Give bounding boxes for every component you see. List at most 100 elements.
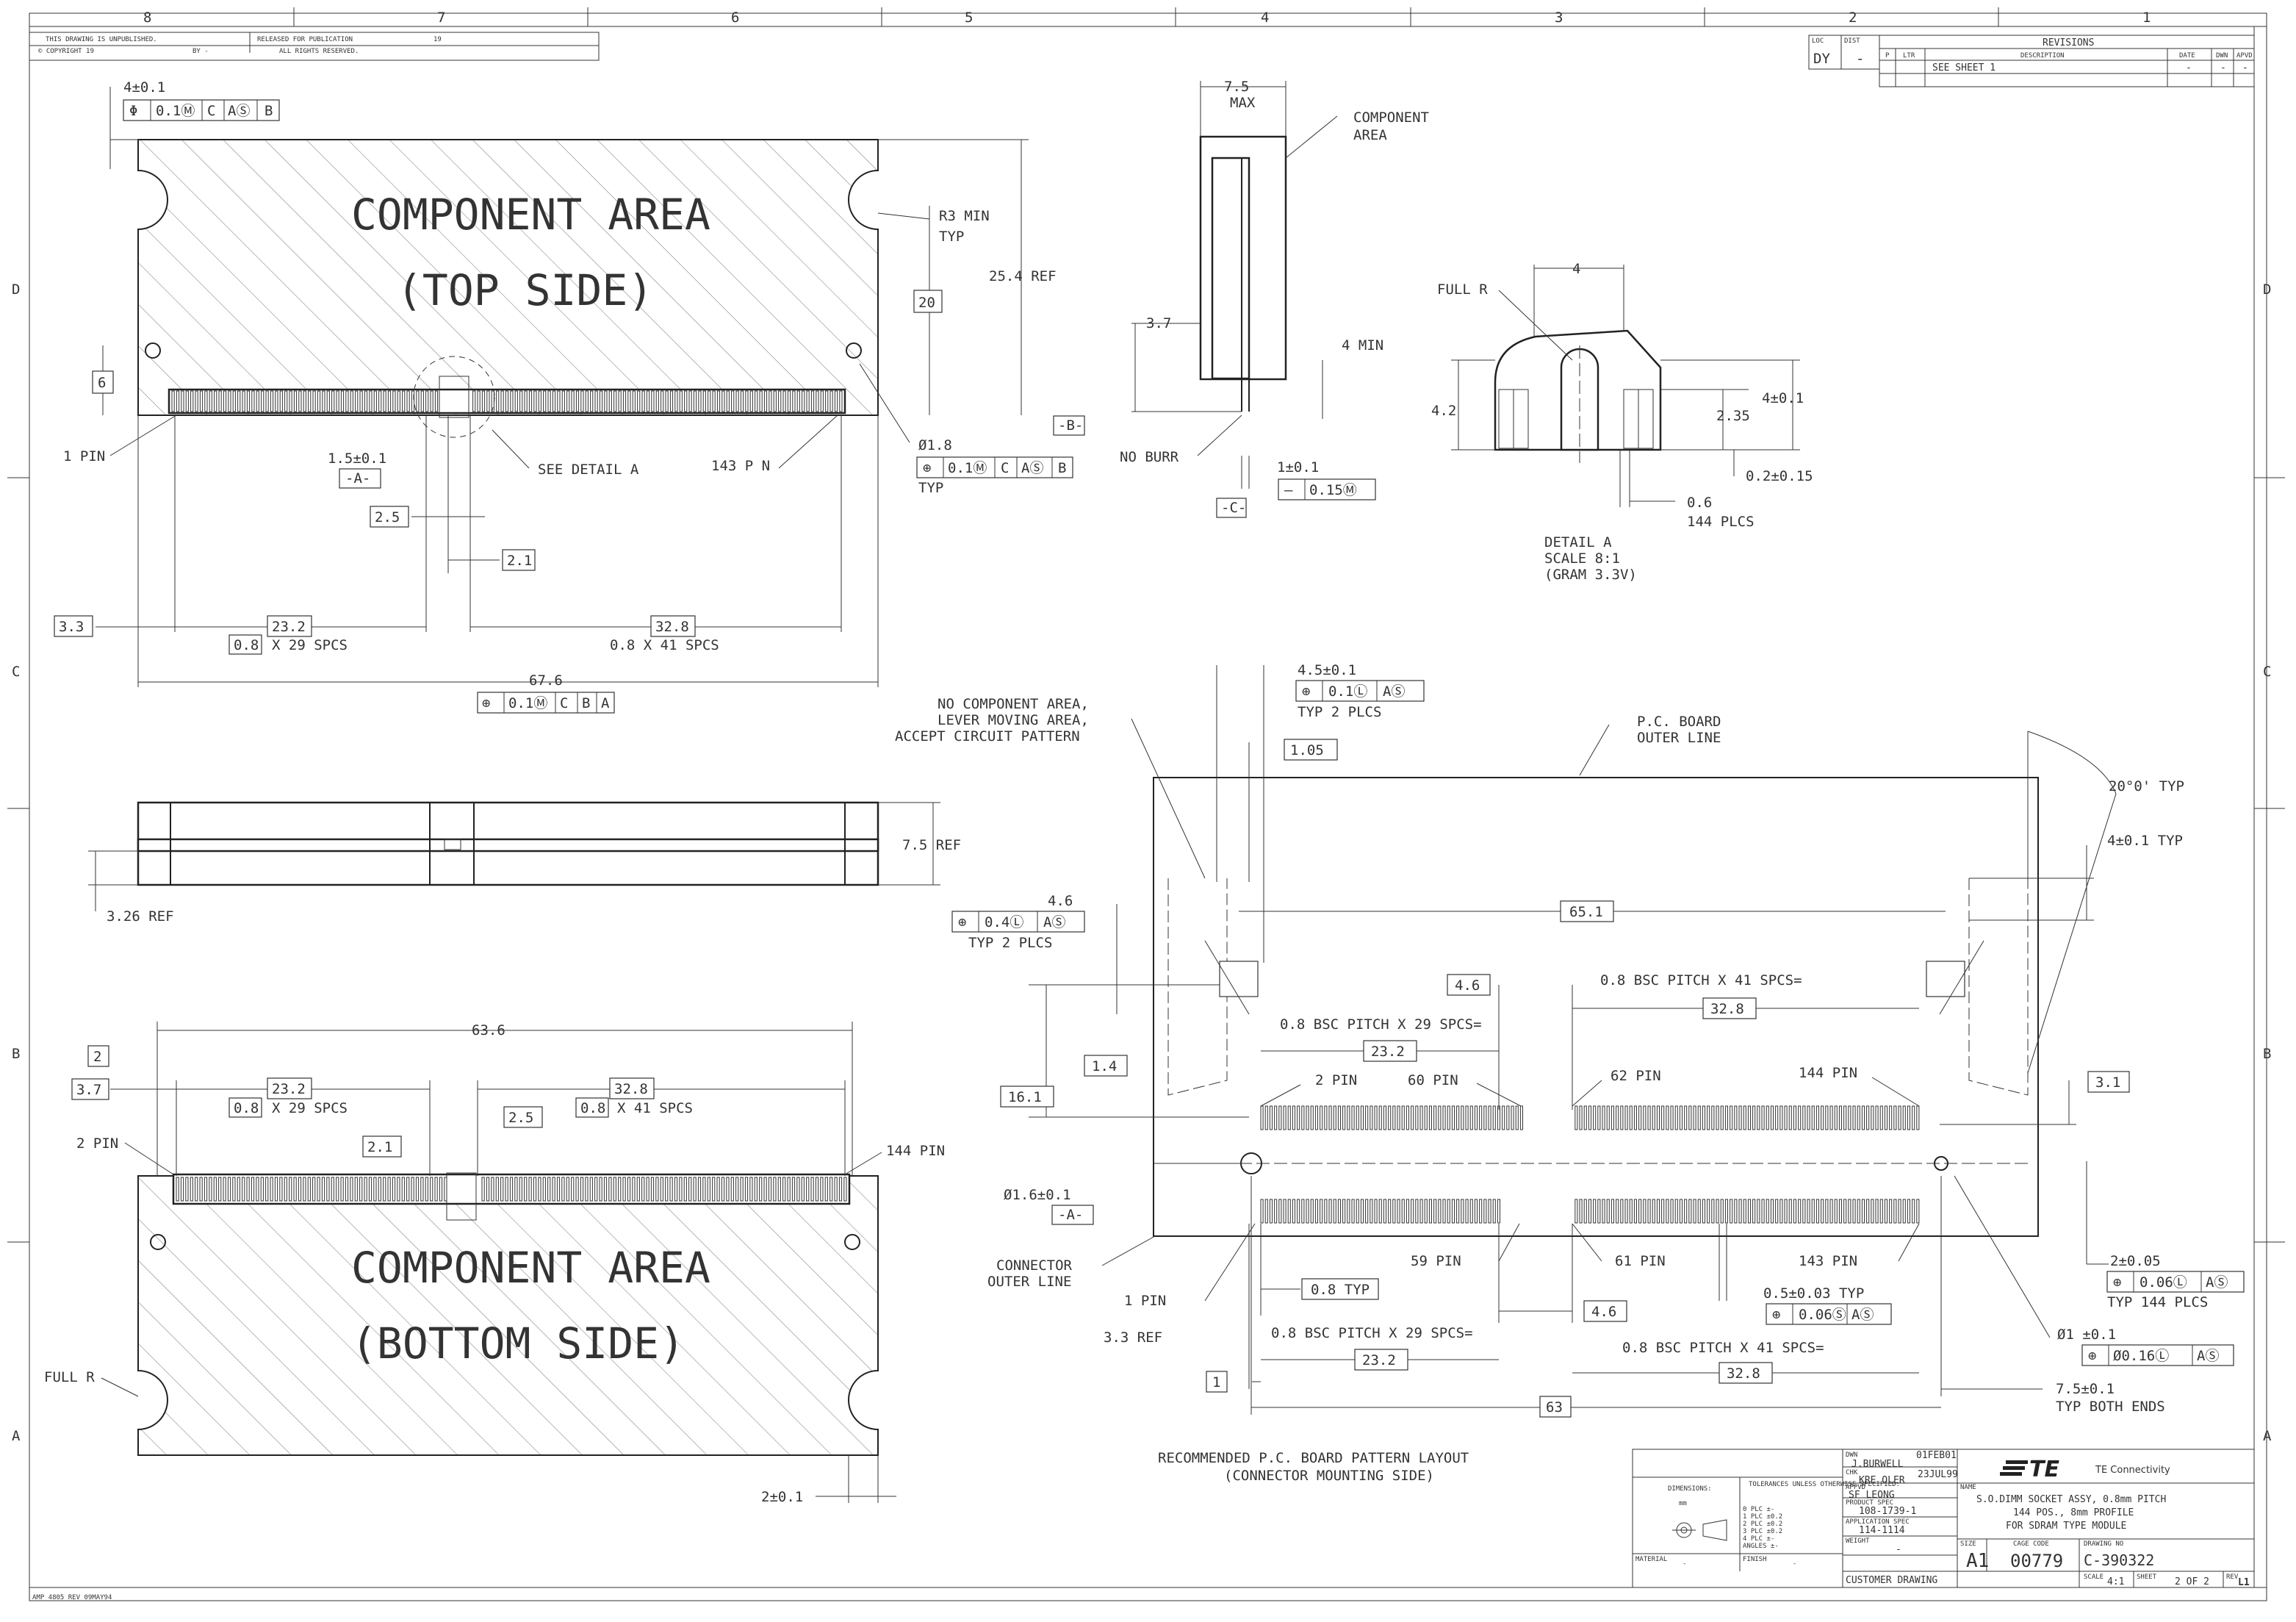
contact-pad <box>547 1177 551 1202</box>
pcb-ref-3-3: 3.3 REF <box>1104 1329 1162 1346</box>
contact-pad <box>1447 1105 1450 1130</box>
rev-row-date: - <box>2186 62 2192 73</box>
contact-pad <box>773 1177 777 1202</box>
contact-pad <box>1720 1105 1724 1130</box>
contact-pad <box>1310 1105 1314 1130</box>
zone-labels: 8 7 6 5 4 3 2 1 D C B A D C B A <box>12 10 2272 1444</box>
pcb-dia-1-6: Ø1.6±0.1 <box>1004 1187 1071 1203</box>
contact-pad <box>1807 1199 1810 1224</box>
contact-pad <box>415 1177 420 1202</box>
detail-dim-0-6: 0.6 <box>1687 495 1712 511</box>
contact-pad <box>1488 1199 1491 1224</box>
contact-pad <box>1884 1105 1887 1130</box>
contact-pad <box>707 1177 710 1202</box>
contact-pad <box>1720 1199 1724 1224</box>
bottom-view-contacts <box>176 1177 847 1202</box>
contact-pad <box>486 1177 490 1202</box>
zone-row-c-right: C <box>2263 664 2271 680</box>
contact-pad <box>1843 1105 1847 1130</box>
contact-pad <box>326 390 330 412</box>
contact-pad <box>336 390 339 412</box>
contact-pad <box>246 390 251 412</box>
side-4-min: 4 MIN <box>1342 337 1383 354</box>
box-6: 6 <box>98 375 106 391</box>
contact-pad <box>1834 1105 1838 1130</box>
rev-col-desc: DESCRIPTION <box>2020 52 2065 60</box>
contact-pad <box>265 1177 269 1202</box>
dia-1-8: Ø1.8 <box>918 437 952 453</box>
contact-pad <box>1757 1105 1760 1130</box>
contact-pad <box>1483 1199 1487 1224</box>
contact-pad <box>1278 1199 1282 1224</box>
contact-pad <box>195 390 198 412</box>
pcb-fcf-2-as: AⓈ <box>1043 914 1065 930</box>
contact-pad <box>1333 1199 1336 1224</box>
tb-title-1: S.O.DIMM SOCKET ASSY, 0.8mm PITCH <box>1976 1494 2166 1505</box>
contact-pad <box>1821 1199 1824 1224</box>
pcb-typ-2-plcs-b: TYP 2 PLCS <box>968 935 1052 951</box>
contact-pad <box>411 390 415 412</box>
contact-pad <box>632 390 636 412</box>
top-box-3-3: 3.3 <box>59 619 84 635</box>
pcb-fcf-1-tol: 0.1Ⓛ <box>1328 683 1367 700</box>
contact-pad <box>1848 1199 1851 1224</box>
tb-tolerances: TOLERANCES UNLESS OTHERWISE SPECIFIED: <box>1749 1481 1900 1488</box>
detail-title: DETAIL A <box>1544 534 1612 550</box>
top-view-contacts <box>171 390 843 412</box>
zone-row-d: D <box>12 281 20 298</box>
tb-title-3: FOR SDRAM TYPE MODULE <box>2006 1521 2126 1532</box>
contact-pad <box>1702 1199 1705 1224</box>
contact-pad <box>354 1177 358 1202</box>
contact-pad <box>1597 1105 1601 1130</box>
contact-pad <box>439 1177 443 1202</box>
tb-chk-name: KRE OLER <box>1859 1475 1905 1486</box>
contact-pad <box>486 390 490 412</box>
contact-pad <box>1784 1105 1788 1130</box>
rev-col-apvd: APVD <box>2236 52 2253 60</box>
contact-pad <box>665 390 669 412</box>
contact-pad <box>1411 1105 1414 1130</box>
contact-pad <box>1889 1105 1893 1130</box>
tb-scale: 4:1 <box>2107 1576 2124 1587</box>
copyright-by: BY - <box>192 48 209 55</box>
pcb-fcf-5-as: AⓈ <box>2197 1348 2219 1364</box>
contact-pad <box>702 390 706 412</box>
contact-pad <box>1347 1199 1350 1224</box>
contact-pad <box>528 390 533 412</box>
pcb-pitch-29b: 0.8 BSC PITCH X 29 SPCS= <box>1271 1325 1473 1341</box>
contact-pad <box>1337 1105 1342 1130</box>
contact-pad <box>1588 1199 1591 1224</box>
contact-pad <box>674 390 678 412</box>
contact-pad <box>1456 1105 1460 1130</box>
contact-pad <box>791 1177 796 1202</box>
contact-pad <box>1392 1105 1396 1130</box>
contact-pad <box>721 1177 725 1202</box>
contact-pad <box>308 390 312 412</box>
no-comp-3: ACCEPT CIRCUIT PATTERN <box>895 728 1080 744</box>
contact-pad <box>1287 1199 1291 1224</box>
contact-pad <box>406 1177 410 1202</box>
contact-pad <box>1757 1199 1760 1224</box>
pcb-outline <box>1153 777 2039 1237</box>
zone-col-6: 6 <box>731 10 739 26</box>
contact-pad <box>1606 1105 1610 1130</box>
contact-pad <box>730 1177 734 1202</box>
contact-pad <box>665 1177 669 1202</box>
contact-pad <box>401 1177 405 1202</box>
contact-pad <box>1451 1199 1455 1224</box>
contact-pad <box>1702 1105 1705 1130</box>
contact-pad <box>481 390 486 412</box>
tb-finish-v: - <box>1793 1560 1796 1568</box>
dim-4-tol: 4±0.1 <box>123 79 165 96</box>
contact-pad <box>1747 1105 1751 1130</box>
contact-pad <box>322 390 325 412</box>
contact-pad <box>1593 1199 1597 1224</box>
contact-pad <box>1670 1105 1674 1130</box>
tb-product-spec-v: 108-1739-1 <box>1859 1506 1916 1517</box>
contact-pad <box>491 1177 494 1202</box>
contact-pad <box>1829 1199 1833 1224</box>
contact-pad <box>274 1177 278 1202</box>
contact-pad <box>1879 1199 1883 1224</box>
contact-pad <box>406 390 410 412</box>
contact-pad <box>589 1177 593 1202</box>
